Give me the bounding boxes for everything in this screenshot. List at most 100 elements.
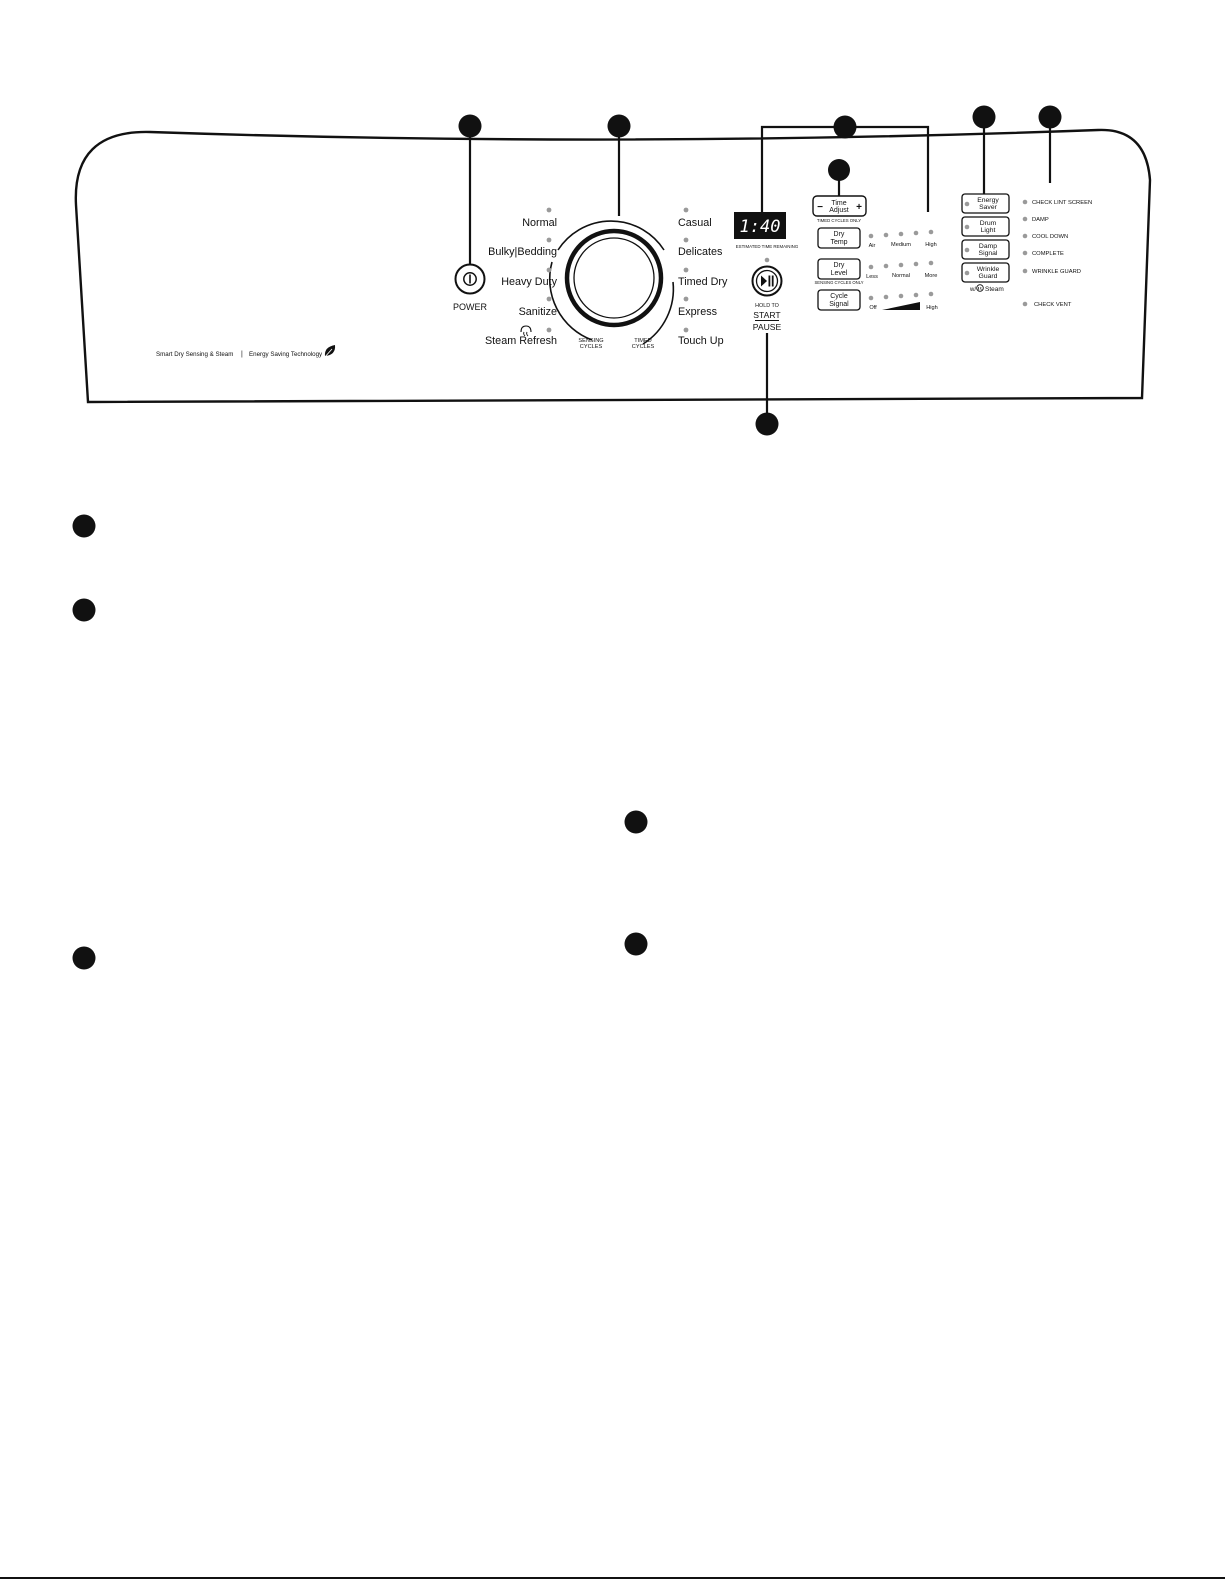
sensing-cycles-caption-1: SENSING	[578, 338, 603, 344]
drum-light-option[interactable]: Drum Light	[961, 216, 1010, 237]
cycle-signal-control: Cycle Signal Off High	[817, 289, 938, 311]
status-cool-down: COOL DOWN	[1022, 233, 1068, 240]
energy-saver-line1: Energy	[977, 197, 999, 204]
status-label-complete: COMPLETE	[1032, 251, 1064, 257]
time-adjust-minus[interactable]: −	[817, 202, 823, 213]
cycle-label-timed-dry: Timed Dry	[678, 276, 728, 288]
option-buttons: Energy Saver Drum Light Damp Signal Wrin…	[961, 193, 1010, 293]
cycle-option-timed-dry[interactable]: Timed Dry	[678, 267, 728, 288]
cycle-signal-line2: Signal	[829, 301, 849, 308]
section-marker-5	[624, 932, 648, 956]
cycle-label-normal: Normal	[522, 217, 557, 229]
steam-note-icon	[976, 284, 984, 292]
bottom-rule	[0, 1577, 1225, 1579]
cycle-signal-level-off: Off	[869, 305, 877, 311]
callout-marker-display	[833, 115, 857, 139]
time-display-caption: ESTIMATED TIME REMAINING	[736, 244, 799, 249]
status-label-cool-down: COOL DOWN	[1032, 234, 1068, 240]
dry-level-control: Dry Level SENSING CYCLES ONLY Less Norma…	[814, 258, 938, 285]
drum-light-line2: Light	[981, 227, 996, 234]
cycle-option-steam-refresh[interactable]: Steam Refresh	[485, 325, 557, 347]
time-adjust-line2: Adjust	[829, 207, 849, 214]
start-pause-button[interactable]: HOLD TO START PAUSE	[751, 257, 783, 332]
damp-signal-button[interactable]	[961, 239, 1010, 260]
cycle-list-left: Normal Bulky|Bedding Heavy Duty Sanitize…	[485, 207, 558, 347]
dry-level-note: SENSING CYCLES ONLY	[814, 280, 863, 285]
dial-arc-top	[557, 220, 665, 251]
dry-temp-control: Dry Temp Air Medium High	[817, 227, 937, 249]
status-label-check-lint-screen: CHECK LINT SCREEN	[1032, 200, 1092, 206]
cycle-label-express: Express	[678, 306, 718, 318]
callout-marker-time-adjust	[828, 159, 850, 181]
dry-temp-level-medium: Medium	[891, 242, 911, 248]
dry-level-level-less: Less	[866, 274, 878, 280]
dry-level-level-more: More	[925, 273, 938, 279]
status-label-damp: DAMP	[1032, 217, 1049, 223]
damp-signal-line2: Signal	[979, 250, 998, 257]
dry-level-level-normal: Normal	[892, 273, 910, 279]
power-button[interactable]: POWER	[453, 263, 488, 313]
cycle-selector-dial[interactable]	[548, 220, 675, 345]
cycle-signal-button[interactable]	[817, 289, 861, 311]
cycle-option-bulky-bedding[interactable]: Bulky|Bedding	[488, 237, 557, 258]
steam-icon	[520, 325, 532, 337]
time-display-value: 1:40	[740, 217, 781, 237]
drum-light-button[interactable]	[961, 216, 1010, 237]
cycle-option-delicates[interactable]: Delicates	[678, 237, 723, 258]
timed-cycles-caption-2: CYCLES	[632, 344, 655, 350]
cycle-option-heavy-duty[interactable]: Heavy Duty	[501, 267, 558, 288]
cycle-option-casual[interactable]: Casual	[678, 207, 712, 229]
steam-note: w/ Steam	[969, 284, 1004, 293]
dry-level-dots	[868, 260, 934, 270]
energy-saver-line2: Saver	[979, 204, 997, 211]
power-icon	[463, 272, 477, 286]
cycle-signal-level-high: High	[926, 305, 938, 311]
callout-marker-dial	[607, 114, 631, 138]
cycle-label-steam-refresh: Steam Refresh	[485, 335, 557, 347]
dry-temp-level-air: Air	[869, 243, 876, 249]
time-adjust-button[interactable]: − Time Adjust + TIMED CYCLES ONLY	[812, 195, 867, 223]
time-adjust-line1: Time	[831, 200, 846, 207]
section-marker-2	[72, 598, 96, 622]
dry-temp-line1: Dry	[834, 231, 845, 238]
cycle-signal-dots	[868, 291, 934, 301]
dry-temp-level-high: High	[925, 242, 937, 248]
cycle-option-sanitize[interactable]: Sanitize	[519, 296, 557, 318]
cycle-list-right: Casual Delicates Timed Dry Express Touch…	[678, 207, 728, 347]
dry-level-button[interactable]	[817, 258, 861, 280]
status-wrinkle-guard: WRINKLE GUARD	[1022, 268, 1081, 275]
cycle-label-delicates: Delicates	[678, 246, 723, 258]
status-damp: DAMP	[1022, 216, 1049, 223]
cycle-option-express[interactable]: Express	[678, 296, 718, 318]
drum-light-line1: Drum	[980, 220, 997, 227]
wrinkle-guard-button[interactable]	[961, 262, 1010, 283]
status-label-wrinkle-guard: WRINKLE GUARD	[1032, 269, 1081, 275]
energy-saver-button[interactable]	[961, 193, 1010, 214]
cycle-label-sanitize: Sanitize	[519, 306, 557, 318]
damp-signal-option[interactable]: Damp Signal	[961, 239, 1010, 260]
dial-group-captions: SENSING CYCLES TIMED CYCLES	[578, 338, 654, 350]
wrinkle-guard-option[interactable]: Wrinkle Guard	[961, 262, 1010, 283]
leaf-icon	[323, 345, 336, 359]
callout-marker-start	[755, 412, 779, 436]
dial-knob-inner[interactable]	[573, 237, 655, 319]
steam-note-suffix: Steam	[985, 286, 1004, 293]
dry-temp-line2: Temp	[830, 239, 847, 246]
dry-temp-button[interactable]	[817, 227, 861, 249]
time-adjust-plus[interactable]: +	[856, 202, 862, 213]
status-label-check-vent: CHECK VENT	[1034, 302, 1072, 308]
time-display: 1:40 ESTIMATED TIME REMAINING	[734, 212, 799, 249]
time-adjust-note: TIMED CYCLES ONLY	[817, 218, 861, 223]
status-check-vent: CHECK VENT	[1022, 301, 1072, 308]
dry-level-line1: Dry	[834, 262, 845, 269]
damp-signal-line1: Damp	[979, 243, 997, 250]
cycle-option-touch-up[interactable]: Touch Up	[678, 327, 724, 347]
callouts	[458, 105, 1062, 436]
cycle-label-casual: Casual	[678, 217, 712, 229]
status-check-lint-screen: CHECK LINT SCREEN	[1022, 199, 1092, 206]
energy-saver-option[interactable]: Energy Saver	[961, 193, 1010, 214]
callout-marker-options	[972, 105, 996, 129]
cycle-option-normal[interactable]: Normal	[522, 207, 557, 229]
pause-text: PAUSE	[753, 322, 782, 332]
